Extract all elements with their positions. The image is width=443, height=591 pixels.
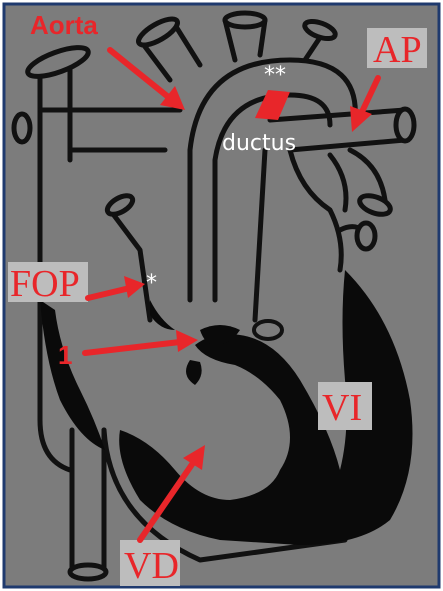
mitral-valve-ring (254, 321, 282, 339)
branch-opening-2 (225, 13, 265, 27)
one-label: 1 (58, 340, 72, 370)
aorta-label: Aorta (30, 10, 98, 40)
pulmonary-vein-opening-2 (357, 223, 375, 249)
double-star-label: ** (264, 63, 286, 88)
ap-label: AP (373, 29, 422, 71)
vi-label: VI (322, 387, 362, 429)
single-star-label: * (146, 271, 157, 296)
ivc-opening (70, 565, 106, 579)
vd-label: VD (124, 545, 179, 587)
left-pulmonary-opening (14, 114, 30, 142)
fop-label: FOP (10, 263, 80, 305)
ductus-label: ductus (222, 131, 296, 156)
pa-right-opening (396, 109, 414, 141)
